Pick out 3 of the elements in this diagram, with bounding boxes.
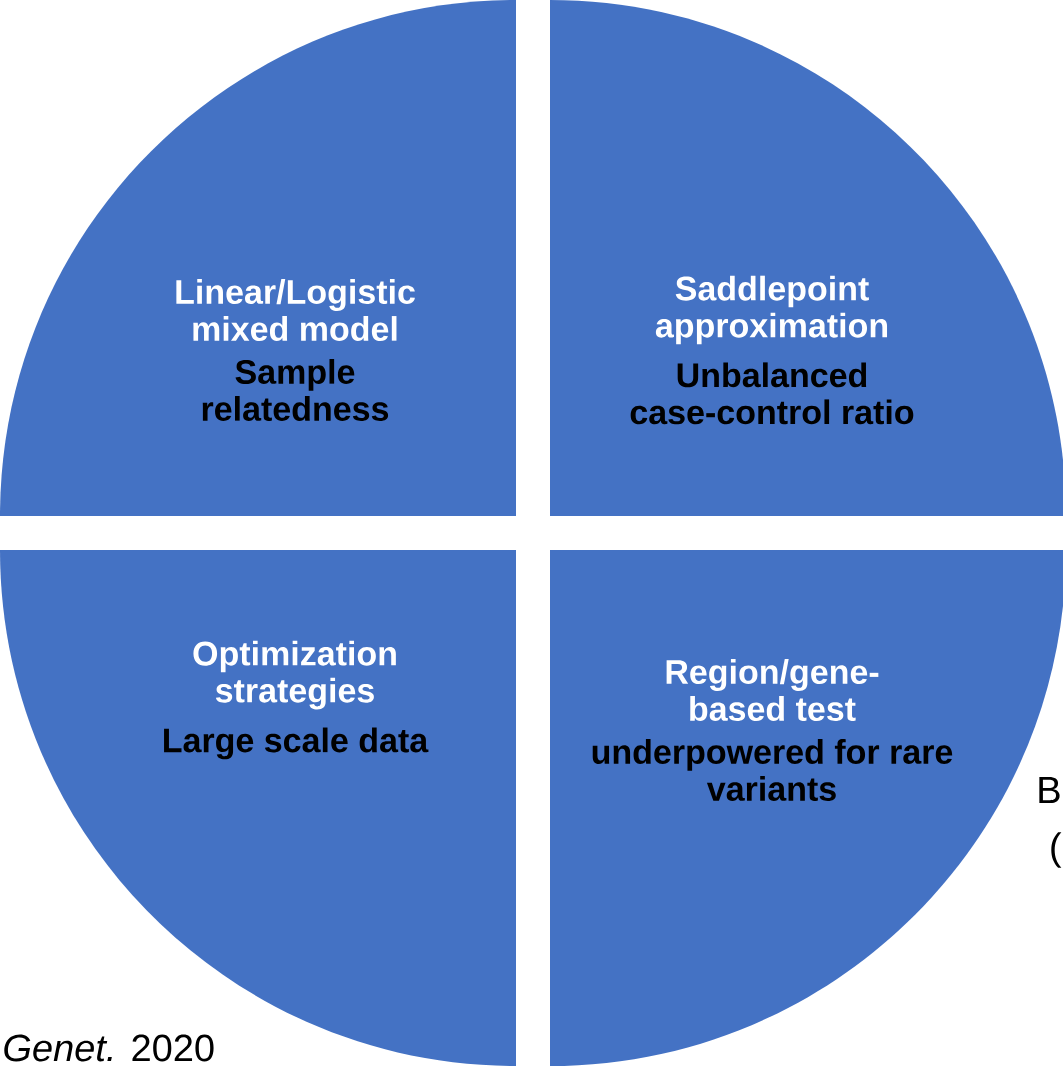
caption-text: Genet. 2020 [4,1034,214,1062]
caption-text: ( [1051,832,1062,868]
caption-text: B [1039,776,1060,804]
